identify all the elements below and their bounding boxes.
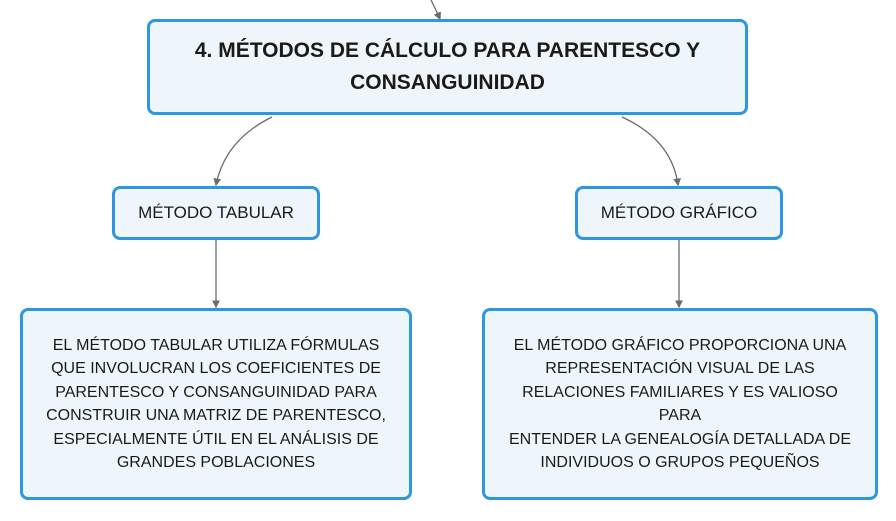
grafico-description-text: EL MÉTODO GRÁFICO PROPORCIONA UNA REPRES…	[508, 336, 852, 472]
connector-title-to-tabular	[213, 116, 273, 187]
title-node[interactable]: 4. MÉTODOS DE CÁLCULO PARA PARENTESCO Y …	[147, 19, 748, 115]
method-tabular-node[interactable]: MÉTODO TABULAR	[112, 186, 320, 240]
tabular-description-text: EL MÉTODO TABULAR UTILIZA FÓRMULAS QUE I…	[46, 336, 386, 472]
method-tabular-label: MÉTODO TABULAR	[138, 203, 294, 222]
title-text: 4. MÉTODOS DE CÁLCULO PARA PARENTESCO Y …	[194, 39, 701, 94]
tabular-description-node[interactable]: EL MÉTODO TABULAR UTILIZA FÓRMULAS QUE I…	[20, 308, 412, 500]
method-grafico-node[interactable]: MÉTODO GRÁFICO	[575, 186, 783, 240]
method-grafico-label: MÉTODO GRÁFICO	[600, 203, 758, 222]
grafico-description-node[interactable]: EL MÉTODO GRÁFICO PROPORCIONA UNA REPRES…	[482, 308, 878, 500]
connector-title-to-grafico	[621, 116, 682, 187]
connector-from-parent	[430, 0, 441, 21]
